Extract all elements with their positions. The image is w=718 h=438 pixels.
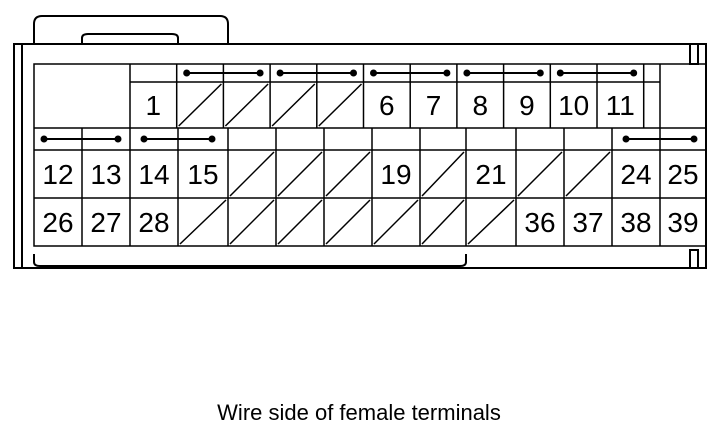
pin-number: 28 <box>138 207 169 238</box>
empty-cavity-slash <box>565 151 611 197</box>
pin-number: 10 <box>558 90 589 121</box>
shorting-bridge <box>183 69 264 77</box>
bridge-end <box>208 135 216 143</box>
bridge-end <box>622 135 630 143</box>
empty-cavity-slash <box>277 151 323 197</box>
shorting-bridge <box>276 69 357 77</box>
shorting-bridge <box>622 135 698 143</box>
pin-number: 38 <box>620 207 651 238</box>
empty-cavity-slash <box>277 199 323 245</box>
shorting-bridge <box>463 69 544 77</box>
pin-number: 39 <box>667 207 698 238</box>
pin-number: 36 <box>524 207 555 238</box>
connector-housing <box>13 43 707 269</box>
empty-cavity-slash <box>318 83 363 127</box>
empty-cavity-slash <box>421 151 465 197</box>
pin-number: 26 <box>42 207 73 238</box>
shorting-bridge <box>140 135 216 143</box>
pin-number: 1 <box>146 90 162 121</box>
latch-key <box>81 33 179 44</box>
pin-number: 25 <box>667 159 698 190</box>
pin-number: 37 <box>572 207 603 238</box>
shorting-bridge <box>556 69 638 77</box>
bridge-end <box>276 69 284 77</box>
pin-number: 27 <box>90 207 121 238</box>
empty-cavity-slash <box>467 199 515 245</box>
terminal-grid-frame <box>33 63 707 247</box>
shorting-bridge <box>370 69 451 77</box>
empty-cavity-slash <box>325 199 371 245</box>
empty-cavity-slash <box>373 199 419 245</box>
bridge-end <box>256 69 264 77</box>
bridge-end <box>463 69 471 77</box>
pin-number: 9 <box>519 90 535 121</box>
empty-cavity-slash <box>229 151 275 197</box>
bridge-end <box>630 69 638 77</box>
pin-number: 14 <box>138 159 169 190</box>
bridge-end <box>114 135 122 143</box>
pin-number: 8 <box>472 90 488 121</box>
connector-bottom-rail <box>33 254 467 267</box>
pin-number: 13 <box>90 159 121 190</box>
pin-number: 24 <box>620 159 651 190</box>
pin-number: 12 <box>42 159 73 190</box>
empty-cavity-slash <box>178 83 222 127</box>
empty-cavity-slash <box>229 199 275 245</box>
connector-latch <box>33 15 229 44</box>
empty-cavity-slash <box>517 151 563 197</box>
pin-number: 6 <box>379 90 395 121</box>
bridge-end <box>183 69 191 77</box>
empty-cavity-slash <box>271 83 316 127</box>
pin-number: 19 <box>380 159 411 190</box>
bridge-end <box>350 69 357 77</box>
bridge-end <box>40 135 48 143</box>
empty-cavity-slash <box>179 199 227 245</box>
empty-cavity-slash <box>421 199 465 245</box>
bridge-end <box>370 69 377 77</box>
diagram-caption: Wire side of female terminals <box>217 400 501 425</box>
bridge-end <box>140 135 148 143</box>
bridge-end <box>443 69 451 77</box>
pin-number: 7 <box>426 90 442 121</box>
empty-cavity-slash <box>325 151 371 197</box>
bridge-end <box>556 69 564 77</box>
pin-number: 21 <box>475 159 506 190</box>
pin-number: 11 <box>606 90 635 121</box>
bridge-end <box>690 135 698 143</box>
pin-number: 15 <box>187 159 218 190</box>
empty-cavity-slash <box>224 83 269 127</box>
shorting-bridge <box>40 135 122 143</box>
bridge-end <box>536 69 544 77</box>
